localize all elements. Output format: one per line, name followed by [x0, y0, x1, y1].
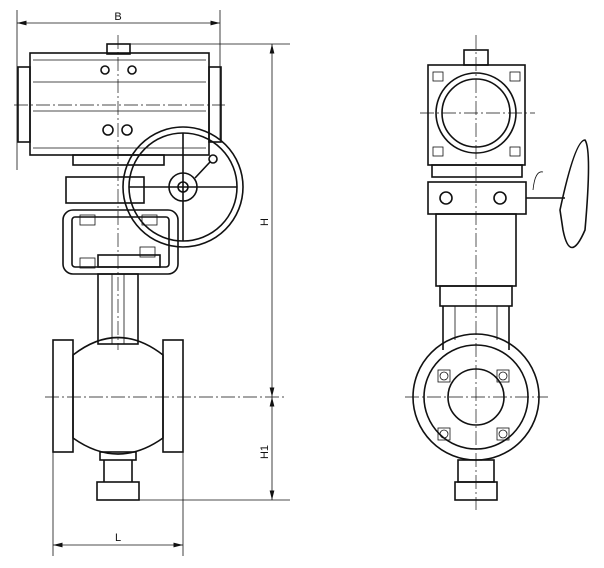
handwheel-front — [122, 126, 244, 248]
dimension-h1-label: H1 — [259, 445, 271, 459]
handwheel-side — [559, 139, 590, 249]
dimension-b-label: B — [114, 11, 121, 23]
side-view — [405, 35, 590, 510]
dimension-h-label: H — [259, 218, 271, 226]
front-view: B — [14, 10, 290, 556]
dimension-l-label: L — [115, 532, 121, 544]
